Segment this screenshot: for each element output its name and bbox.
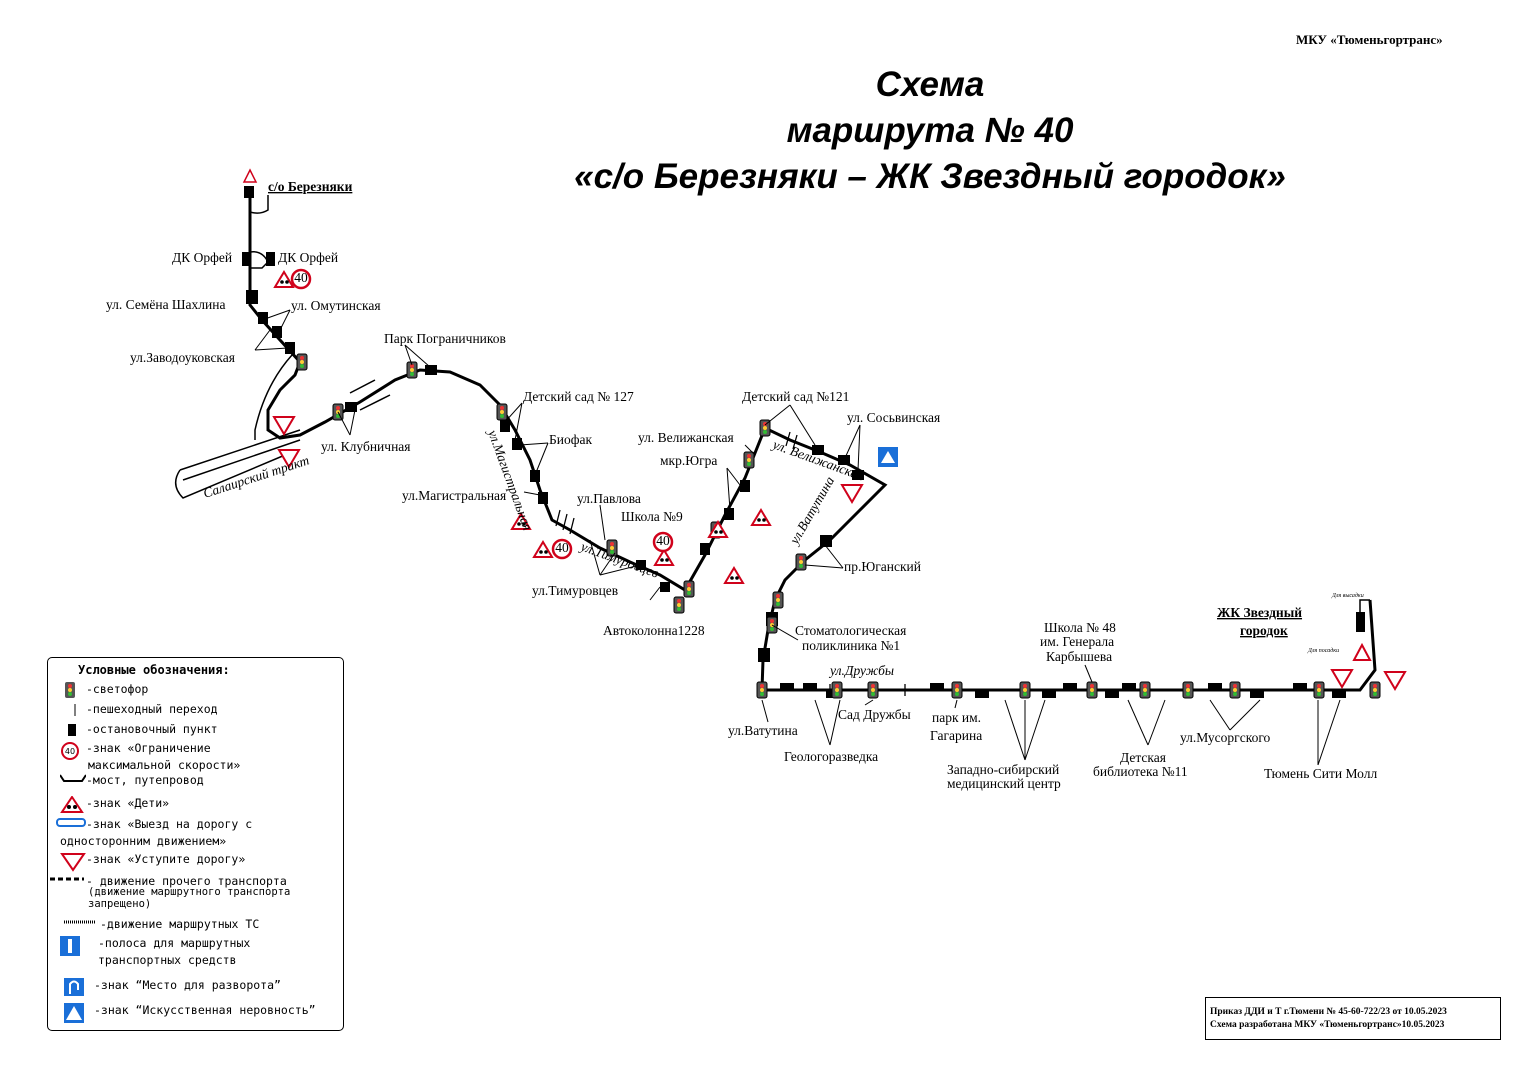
yield-sign-icon: [60, 853, 86, 872]
speed-values: 40 40 40: [294, 270, 670, 555]
stop-shkola48-1: Школа № 48: [1044, 620, 1116, 635]
stop-biblioteka-1: Детская: [1120, 750, 1166, 765]
stop-velizhanskaya: ул. Велижанская: [638, 430, 734, 445]
dashed-line-icon: [50, 877, 84, 881]
stop-berezniaki: с/о Березняки: [268, 179, 353, 194]
stop-icon: [68, 724, 76, 736]
title-line-2: маршрута № 40: [786, 111, 1074, 150]
footer-line-1: Приказ ДДИ и Т г.Тюмени № 45-60-722/23 о…: [1210, 1007, 1447, 1017]
svg-text:Для посадки: Для посадки: [1307, 647, 1339, 654]
footer-line-2: Схема разработана МКУ «Тюменьгортранс»10…: [1210, 1020, 1445, 1030]
stop-shkola48-2: им. Генерала: [1040, 634, 1114, 649]
legend-title: Условные обозначения:: [78, 663, 230, 677]
svg-text:40: 40: [555, 540, 569, 555]
stop-dk-orfei-left: ДК Орфей: [172, 250, 232, 265]
bridge-icon: [60, 774, 86, 782]
children-signs: [274, 271, 771, 584]
stop-klubnichnaya: ул. Клубничная: [321, 439, 411, 454]
stop-detsad121: Детский сад №121: [742, 389, 849, 404]
stop-zsmc-1: Западно-сибирский: [947, 762, 1059, 777]
stop-yuganskiy: пр.Юганский: [844, 559, 921, 574]
stop-musorgskogo: ул.Мусоргского: [1180, 730, 1271, 745]
stop-dk-orfei-right: ДК Орфей: [278, 250, 338, 265]
stop-vatutina: ул.Ватутина: [728, 723, 798, 738]
bump-sign: [878, 447, 898, 467]
speed-limit-signs: [290, 268, 674, 560]
route-line: [248, 195, 1377, 692]
legend: Условные обозначения: -светофор -пешеход…: [47, 657, 344, 1031]
stop-sad-druzhby: Сад Дружбы: [838, 707, 911, 722]
crosswalk-icon: [74, 704, 76, 716]
stop-zavodoukovskaya: ул.Заводоуковская: [130, 350, 235, 365]
stop-shakhlina: ул. Семёна Шахлина: [106, 297, 225, 312]
stop-detsad127: Детский сад № 127: [523, 389, 634, 404]
footer-box: Приказ ДДИ и Т г.Тюмени № 45-60-722/23 о…: [1205, 997, 1501, 1040]
children-sign-icon: [60, 796, 84, 813]
stop-zvezdny-1: ЖК Звездный: [1217, 605, 1302, 620]
bus-lane-icon: [60, 936, 80, 956]
stop-markers: [242, 186, 1365, 698]
title-line-3: «с/о Березняки – ЖК Звездный городок»: [574, 157, 1286, 196]
stop-stomat-2: поликлиника №1: [802, 638, 900, 653]
traffic-light-icon: [65, 682, 75, 698]
svg-text:40: 40: [294, 270, 308, 285]
stop-park-gagarina-1: парк им.: [932, 710, 981, 725]
stop-shkola48-3: Карбышева: [1046, 649, 1112, 664]
callout-lines: [254, 309, 1341, 766]
stop-mkr-yugra: мкр.Югра: [660, 453, 717, 468]
stop-zsmc-2: медицинский центр: [947, 776, 1061, 791]
crosswalks: [555, 431, 906, 696]
street-labels: Салаирский тракт ул.Магистральная ул.Тим…: [201, 426, 1363, 678]
stop-siti-moll: Тюмень Сити Молл: [1264, 766, 1377, 781]
stop-zvezdny-2: городок: [1240, 623, 1288, 638]
organization-name: МКУ «Тюменьгортранс»: [1296, 32, 1443, 47]
bump-icon: [64, 1003, 84, 1023]
stop-sosvinskaya: ул. Сосьвинская: [847, 410, 940, 425]
svg-text:ул.Дружбы: ул.Дружбы: [828, 663, 894, 678]
svg-text:Для высадки: Для высадки: [1331, 592, 1364, 599]
svg-text:Салаирский тракт: Салаирский тракт: [201, 452, 311, 500]
stop-park-gagarina-2: Гагарина: [930, 728, 982, 743]
route-line-icon: [64, 920, 96, 924]
svg-text:40: 40: [65, 747, 75, 756]
svg-text:40: 40: [656, 533, 670, 548]
stop-magistralnaya: ул.Магистральная: [402, 488, 506, 503]
stop-timurovtsev: ул.Тимуровцев: [532, 583, 618, 598]
stop-labels: с/о Березняки ДК Орфей ДК Орфей ул. Семё…: [106, 179, 1377, 791]
svg-text:ул.Тимуровцев: ул.Тимуровцев: [577, 538, 661, 581]
stop-biofak: Биофак: [549, 432, 592, 447]
speed-limit-icon: 40: [61, 742, 79, 760]
stop-pavlova: ул.Павлова: [577, 491, 641, 506]
stop-stomat-1: Стоматологическая: [795, 623, 906, 638]
yield-signs: [242, 168, 1406, 690]
stop-biblioteka-2: библиотека №11: [1093, 764, 1188, 779]
svg-text:ул.Магистральная: ул.Магистральная: [484, 426, 535, 532]
title-line-1: Схема: [875, 65, 985, 104]
stop-avtokolonna: Автоколонна1228: [603, 623, 705, 638]
stop-omutinskaya: ул. Омутинская: [291, 298, 381, 313]
stop-geologorazvedka: Геологоразведка: [784, 749, 878, 764]
uturn-icon: [64, 978, 84, 996]
oneway-sign-icon: [56, 818, 86, 827]
stop-shkola9: Школа №9: [621, 509, 683, 524]
stop-park-pogranichnikov: Парк Пограничников: [384, 331, 506, 346]
